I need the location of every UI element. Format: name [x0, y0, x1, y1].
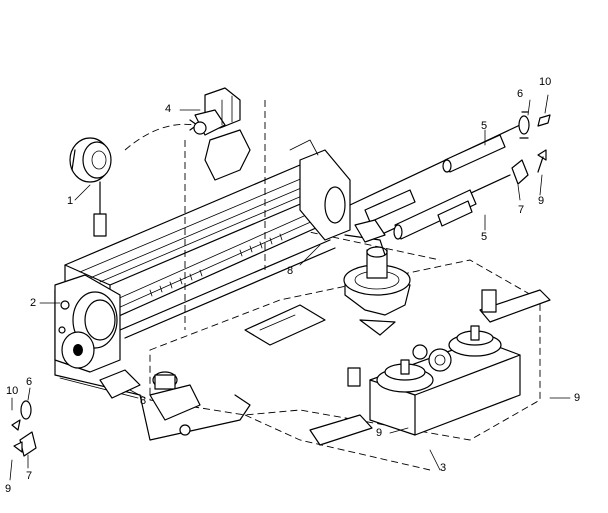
center-plate [244, 304, 326, 346]
bracket-assembly [184, 87, 266, 330]
leader-lines [9, 94, 571, 481]
callout-10-left: 10 [6, 385, 19, 397]
callout-4: 4 [165, 103, 172, 115]
motor-assembly [343, 219, 411, 336]
callout-9-center: 9 [376, 427, 383, 439]
callout-8-top: 8 [287, 265, 294, 277]
callout-3: 3 [440, 462, 447, 474]
platen-carriage-assembly [54, 139, 351, 373]
callout-7-right: 7 [518, 204, 525, 216]
callout-6-left: 6 [26, 376, 33, 388]
callout-9-left: 9 [5, 483, 12, 495]
callout-5-bottom: 5 [481, 231, 488, 243]
callout-9-right-top: 9 [538, 195, 545, 207]
drive-base-assembly [309, 289, 551, 446]
right-clips [511, 111, 551, 185]
callout-10-right: 10 [539, 76, 552, 88]
left-clips [11, 400, 37, 457]
callout-6-right: 6 [517, 88, 524, 100]
callout-8-bottom: 8 [140, 395, 147, 407]
callout-1: 1 [67, 195, 74, 207]
knob-assembly [69, 119, 198, 237]
idler-gear-assembly [99, 369, 201, 436]
roller-shafts [349, 124, 521, 240]
callout-7-left: 7 [26, 470, 33, 482]
callout-9-right-bottom: 9 [574, 392, 581, 404]
callout-2: 2 [30, 297, 37, 309]
callout-5-top: 5 [481, 120, 488, 132]
